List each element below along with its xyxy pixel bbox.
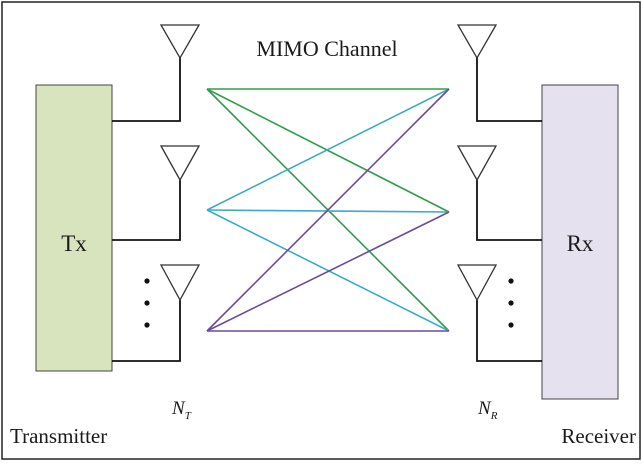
diagram-title: MIMO Channel: [256, 36, 397, 61]
tx-antenna-count-label: NT: [171, 398, 192, 422]
receiver-wires: [476, 56, 542, 362]
tx-antenna-icon: [159, 264, 201, 302]
transmitter-block-label: Tx: [61, 231, 87, 256]
rx-wire-1: [476, 56, 542, 122]
channel-paths: [206, 88, 450, 332]
ellipsis-dot: [508, 322, 514, 328]
channel-path-t3-r1: [206, 88, 450, 332]
receiver-block-label: Rx: [567, 231, 594, 256]
tx-antenna-icon: [159, 24, 201, 60]
rx-ellipsis-dots: [508, 278, 514, 328]
receiver-antennas: [456, 24, 498, 302]
tx-wire-2: [112, 180, 181, 241]
rx-wire-3: [476, 300, 542, 362]
channel-path-t3-r2: [206, 211, 450, 332]
tx-ellipsis-dots: [144, 278, 150, 328]
rx-antenna-icon: [456, 24, 498, 60]
channel-path-t2-r1: [206, 88, 450, 211]
channel-path-t2-r3: [206, 209, 450, 332]
receiver-block: [541, 84, 619, 400]
ellipsis-dot: [508, 278, 514, 284]
rx-antenna-icon: [456, 145, 498, 182]
tx-antenna-icon: [159, 145, 201, 182]
rx-antenna-count-label: NR: [477, 398, 498, 422]
transmitter-caption: Transmitter: [10, 424, 107, 448]
ellipsis-dot: [144, 300, 150, 306]
transmitter-wires: [112, 56, 181, 362]
channel-path-t1-r2: [206, 88, 450, 213]
receiver-caption: Receiver: [561, 424, 636, 448]
ellipsis-dot: [508, 300, 514, 306]
rx-wire-2: [476, 180, 542, 241]
transmitter-antennas: [159, 24, 201, 302]
ellipsis-dot: [144, 278, 150, 284]
rx-antenna-icon: [456, 264, 498, 302]
transmitter-block: [35, 84, 113, 372]
tx-wire-1: [112, 56, 181, 122]
tx-wire-3: [112, 300, 181, 362]
ellipsis-dot: [144, 322, 150, 328]
